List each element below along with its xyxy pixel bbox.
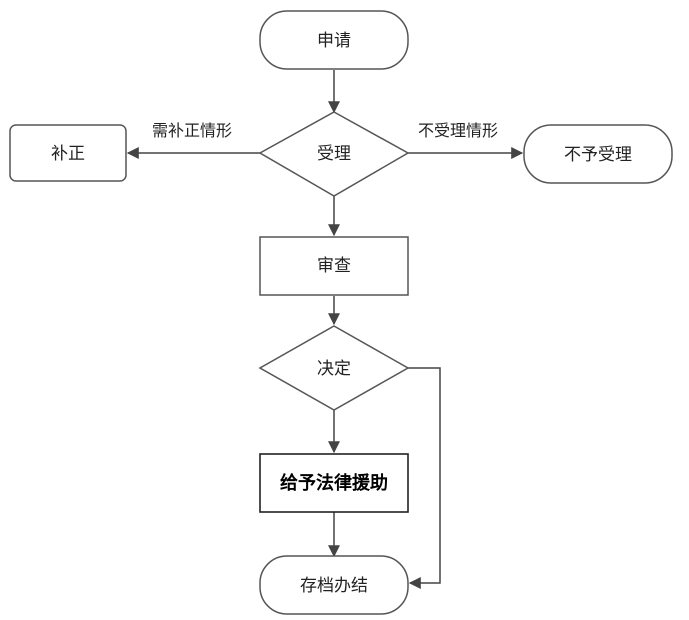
node-archive-label: 存档办结 (300, 576, 368, 596)
node-accept: 受理 (258, 111, 410, 197)
node-reject-label: 不予受理 (564, 145, 632, 165)
node-grant-label: 给予法律援助 (280, 472, 388, 494)
node-decide: 决定 (258, 325, 410, 411)
edge-decide-archive (408, 367, 441, 589)
node-decide-label: 决定 (317, 359, 351, 379)
node-archive: 存档办结 (259, 555, 409, 615)
node-review-label: 审查 (317, 256, 351, 276)
edge-label-need-correction: 需补正情形 (152, 121, 232, 140)
node-apply: 申请 (259, 10, 409, 70)
node-correct-label: 补正 (51, 144, 85, 164)
node-apply-label: 申请 (317, 31, 351, 51)
node-review: 审查 (259, 236, 409, 296)
node-grant: 给予法律援助 (259, 453, 409, 513)
node-correct: 补正 (9, 124, 127, 182)
node-reject: 不予受理 (523, 124, 673, 184)
edge-label-not-accepted: 不受理情形 (418, 121, 498, 140)
node-accept-label: 受理 (317, 144, 351, 164)
